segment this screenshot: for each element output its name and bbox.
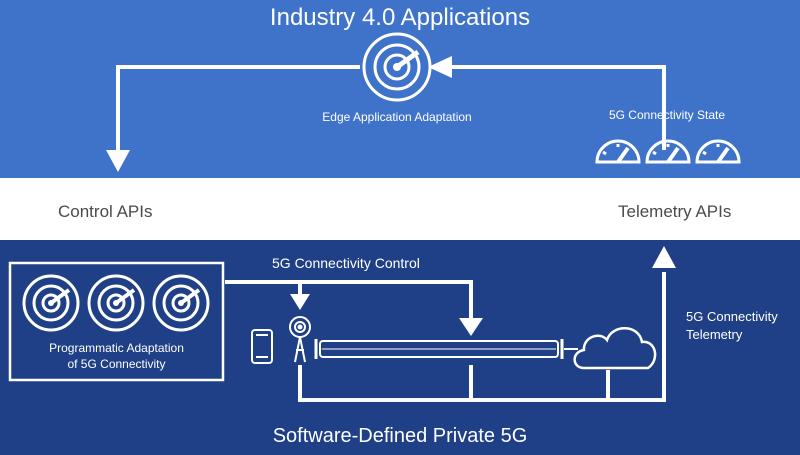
programmatic-label-line1: Programmatic Adaptation <box>49 341 184 355</box>
dial-icon <box>87 274 145 332</box>
antenna-tower-icon <box>289 316 311 363</box>
edge-to-control-line <box>116 65 360 150</box>
telemetry-label-line2: Telemetry <box>686 327 743 342</box>
private-5g-band <box>0 240 800 455</box>
arrow-into-antenna <box>290 294 310 310</box>
edge-adaptation-label: Edge Application Adaptation <box>322 110 472 124</box>
control-apis-label: Control APIs <box>58 202 153 221</box>
gauge-icon <box>595 139 641 164</box>
arrow-to-telemetry-apis <box>652 246 676 268</box>
gauge-icon <box>695 139 741 164</box>
programmatic-box <box>8 261 225 382</box>
telemetry-up-line <box>620 272 666 402</box>
connectivity-state-label: 5G Connectivity State <box>608 108 726 122</box>
dial-icon <box>362 32 432 102</box>
telemetry-apis-label: Telemetry APIs <box>618 202 732 221</box>
cable-pipe-icon <box>314 339 578 359</box>
cloud-icon <box>573 327 657 370</box>
gauge-icon <box>645 139 691 164</box>
telemetry-label-line1: 5G Connectivity <box>686 309 778 324</box>
dial-icon <box>22 274 80 332</box>
programmatic-label-line2: of 5G Connectivity <box>67 357 166 371</box>
applications-title: Industry 4.0 Applications <box>269 4 531 31</box>
smartphone-icon <box>251 329 273 364</box>
control-flow-line <box>225 280 473 318</box>
connectivity-control-label: 5G Connectivity Control <box>272 255 420 271</box>
arrow-to-control-apis <box>106 150 130 172</box>
private-5g-title: Software-Defined Private 5G <box>272 425 528 447</box>
arrow-into-edge <box>428 56 452 78</box>
arrow-control-down <box>459 318 483 336</box>
dial-icon <box>152 274 210 332</box>
api-band <box>0 178 800 240</box>
bus-line <box>298 365 620 402</box>
state-to-edge-line <box>450 65 666 150</box>
